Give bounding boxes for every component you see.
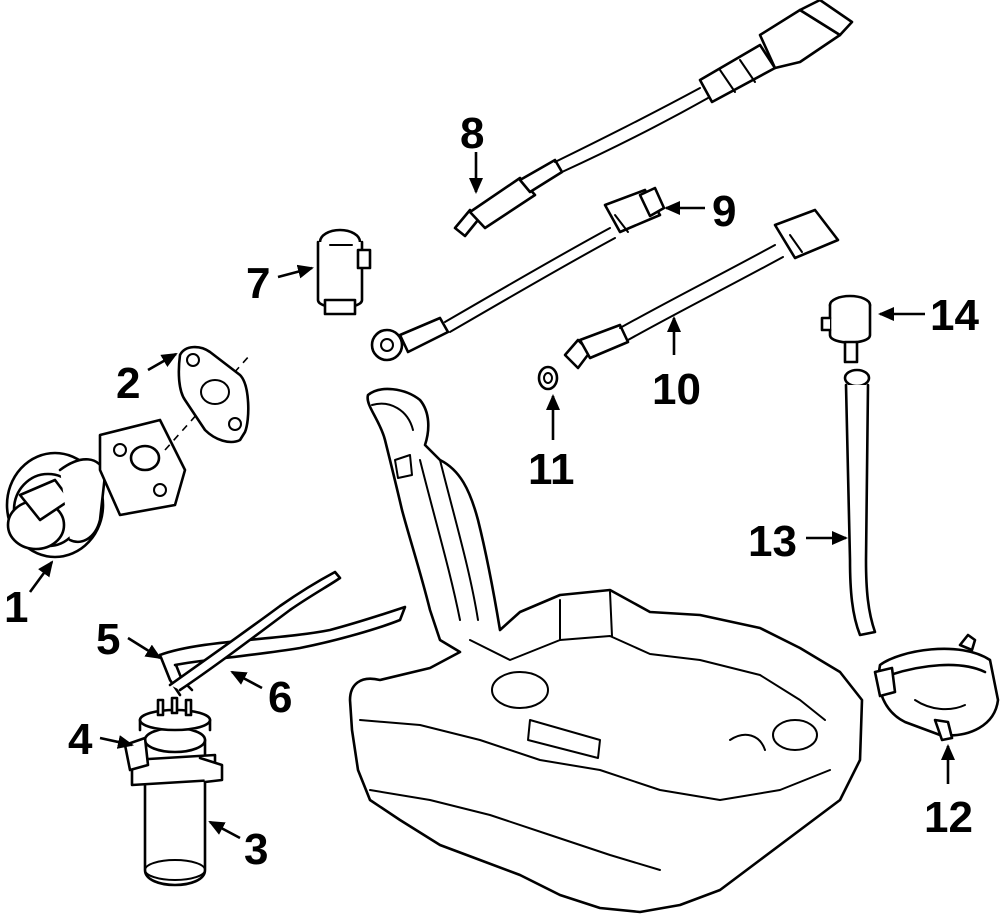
part-o2-sensor-gasket xyxy=(537,365,559,391)
leader-3 xyxy=(208,820,241,840)
callout-5: 5 xyxy=(96,615,120,664)
part-egr-gasket xyxy=(177,345,250,444)
part-canister-bracket xyxy=(123,736,224,787)
fuel-tank xyxy=(348,387,864,914)
callout-13: 13 xyxy=(748,517,797,566)
leader-7 xyxy=(277,264,314,279)
leader-2 xyxy=(147,352,178,372)
part-vent-hose xyxy=(843,368,877,637)
callout-3: 3 xyxy=(244,825,268,874)
part-knock-sensor xyxy=(370,186,666,362)
callout-2: 2 xyxy=(116,359,140,408)
callout-8: 8 xyxy=(460,109,484,158)
callout-7: 7 xyxy=(246,259,270,308)
leader-5 xyxy=(127,636,162,660)
callout-leaders xyxy=(28,152,955,840)
leader-4 xyxy=(99,735,134,749)
callout-11: 11 xyxy=(528,445,575,494)
callout-9: 9 xyxy=(712,187,736,236)
leader-1 xyxy=(28,560,54,593)
callout-4: 4 xyxy=(68,715,93,764)
part-purge-valve xyxy=(316,228,372,316)
callout-1: 1 xyxy=(4,583,28,632)
leader-6 xyxy=(230,670,263,690)
part-vapor-hose-6 xyxy=(168,570,342,692)
callout-6: 6 xyxy=(268,673,292,722)
part-oxygen-sensor-upper xyxy=(453,0,854,238)
part-fuel-pump xyxy=(873,633,1000,742)
part-egr-valve xyxy=(5,354,251,559)
callout-14: 14 xyxy=(930,291,979,340)
callout-12: 12 xyxy=(924,793,973,842)
part-check-valve xyxy=(820,294,872,364)
callout-labels: 1 2 3 4 5 6 7 8 9 10 11 12 13 14 xyxy=(4,109,979,874)
part-oxygen-sensor-lower xyxy=(563,208,840,370)
callout-10: 10 xyxy=(652,365,701,414)
part-vapor-canister xyxy=(138,696,212,887)
